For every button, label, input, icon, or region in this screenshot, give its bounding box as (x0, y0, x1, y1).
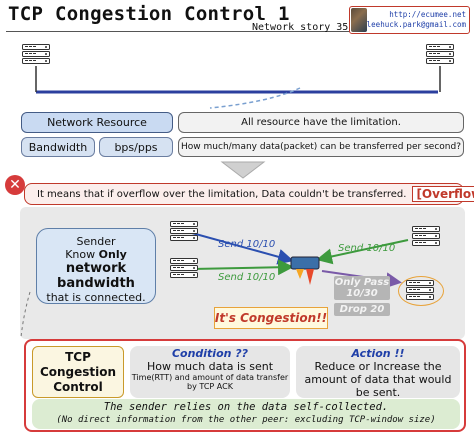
action-box: Action !! Reduce or Increase the amount … (296, 346, 460, 399)
relies-sub: (No direct information from the other pe… (56, 415, 436, 425)
bubble-line3: network (65, 261, 127, 276)
send-label-right: Send 10/10 (338, 243, 396, 254)
author-url[interactable]: http://ecumee.net (389, 10, 466, 19)
network-resource-value: All resource have the limitation. (178, 112, 464, 133)
network-resource-label: Network Resource (21, 112, 173, 133)
spark-icon (306, 269, 314, 285)
overflow-message: It means that if overflow over the limit… (37, 188, 407, 200)
congestion-label: It's Congestion!! (214, 307, 328, 329)
arrow-send-bottom-left (191, 259, 294, 276)
server-icon (170, 258, 198, 280)
sender-bubble: Sender Know Only network bandwidth that … (36, 228, 156, 304)
server-icon (22, 44, 50, 66)
send-label-left-bottom: Send 10/10 (218, 272, 276, 283)
bubble-line1: Sender (76, 235, 116, 248)
avatar (351, 8, 367, 32)
bandwidth-unit: bps/pps (99, 137, 173, 157)
down-arrow-icon (220, 161, 266, 179)
callout-dashed-line (209, 87, 301, 109)
server-icon (170, 221, 198, 243)
bandwidth-label: Bandwidth (21, 137, 95, 157)
router-icon (290, 256, 320, 270)
tcp-congestion-control-box: TCP Congestion Control (32, 346, 124, 398)
relies-main: The sender relies on the data self-colle… (103, 401, 389, 413)
spark-icon (296, 269, 304, 279)
arrow-send-top-left (191, 232, 294, 265)
overflow-bar: It means that if overflow over the limit… (24, 183, 474, 205)
condition-heading: Condition ?? (171, 347, 249, 360)
condition-body: How much data is sent (146, 360, 274, 373)
callout-dashed-curve (20, 291, 31, 339)
action-heading: Action !! (351, 347, 405, 360)
arrow-send-right (316, 239, 409, 265)
series-label: Network story 35 (252, 22, 349, 33)
action-body: Reduce or Increase the amount of data th… (304, 360, 452, 399)
title-underline (6, 31, 468, 32)
bandwidth-value: How much/many data(packet) can be transf… (178, 137, 464, 157)
condition-box: Condition ?? How much data is sent Time(… (130, 346, 290, 398)
relies-bar: The sender relies on the data self-colle… (32, 399, 460, 429)
only-pass-tag: Only Pass 10/30 (334, 276, 390, 300)
author-box: http://ecumee.net leehuck.park@gmail.com (349, 6, 470, 34)
server-icon (426, 44, 454, 66)
overflow-keyword: [Overflow] (412, 186, 474, 202)
receiver-highlight (398, 276, 444, 306)
author-contact: http://ecumee.net leehuck.park@gmail.com (367, 10, 469, 30)
condition-detail: Time(RTT) and amount of data transfer by… (131, 373, 289, 391)
x-icon: ✕ (5, 175, 25, 195)
bubble-line4: bandwidth (57, 276, 135, 291)
bubble-line2: Know Only (65, 248, 127, 261)
page-title: TCP Congestion Control 1 (8, 3, 290, 25)
send-label-left-top: Send 10/10 (218, 239, 276, 250)
drop-tag: Drop 20 (334, 303, 390, 316)
server-icon (412, 226, 440, 248)
bubble-line5: that is connected. (46, 291, 146, 304)
top-network-diagram (35, 66, 441, 109)
author-email[interactable]: leehuck.park@gmail.com (366, 20, 466, 29)
server-icon (406, 280, 434, 302)
